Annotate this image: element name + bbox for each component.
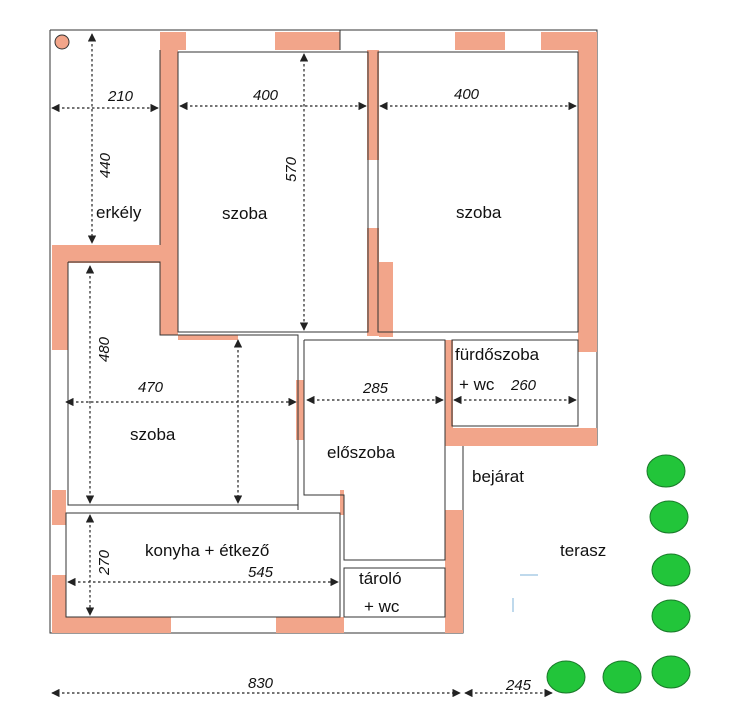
tree-icon — [546, 660, 586, 694]
label-room-left: szoba — [130, 425, 176, 444]
label-bathroom-line2: + wc — [459, 375, 495, 394]
dim-bathroom-width: 260 — [510, 377, 537, 394]
dimension-lines — [51, 33, 577, 698]
trees — [546, 454, 691, 694]
dim-hall-width: 285 — [362, 380, 389, 397]
label-hall: előszoba — [327, 443, 396, 462]
label-balcony: erkély — [96, 203, 142, 222]
dim-terrace-width: 245 — [505, 677, 532, 694]
dim-total-width: 830 — [248, 675, 274, 692]
tree-icon — [649, 500, 689, 534]
tree-icon — [602, 660, 642, 694]
label-bathroom-line1: fürdőszoba — [455, 345, 540, 364]
room-outlines — [65, 30, 579, 618]
label-kitchen: konyha + étkező — [145, 541, 269, 560]
label-room-top-right: szoba — [456, 203, 502, 222]
label-storage-line2: + wc — [364, 597, 400, 616]
tree-icon — [651, 553, 691, 587]
label-terrace: terasz — [560, 541, 606, 560]
tree-icon — [646, 454, 686, 488]
label-storage-line1: tároló — [359, 569, 402, 588]
dim-balcony-height: 440 — [97, 152, 114, 178]
label-room-top-left: szoba — [222, 204, 268, 223]
dim-kitchen-width: 545 — [248, 564, 274, 581]
dim-balcony-width: 210 — [107, 88, 134, 105]
tree-icon — [651, 599, 691, 633]
tree-icon — [651, 655, 691, 689]
dim-room-top-left-width: 400 — [253, 87, 279, 104]
dim-room-left-height: 480 — [96, 336, 113, 362]
label-entrance: bejárat — [472, 467, 524, 486]
dim-kitchen-height: 270 — [96, 549, 113, 576]
dim-room-top-right-width: 400 — [454, 86, 480, 103]
dim-room-left-width: 470 — [138, 379, 164, 396]
corner-column-icon — [54, 34, 70, 50]
dim-room-top-left-height: 570 — [283, 156, 300, 182]
wall-segments — [52, 32, 597, 633]
